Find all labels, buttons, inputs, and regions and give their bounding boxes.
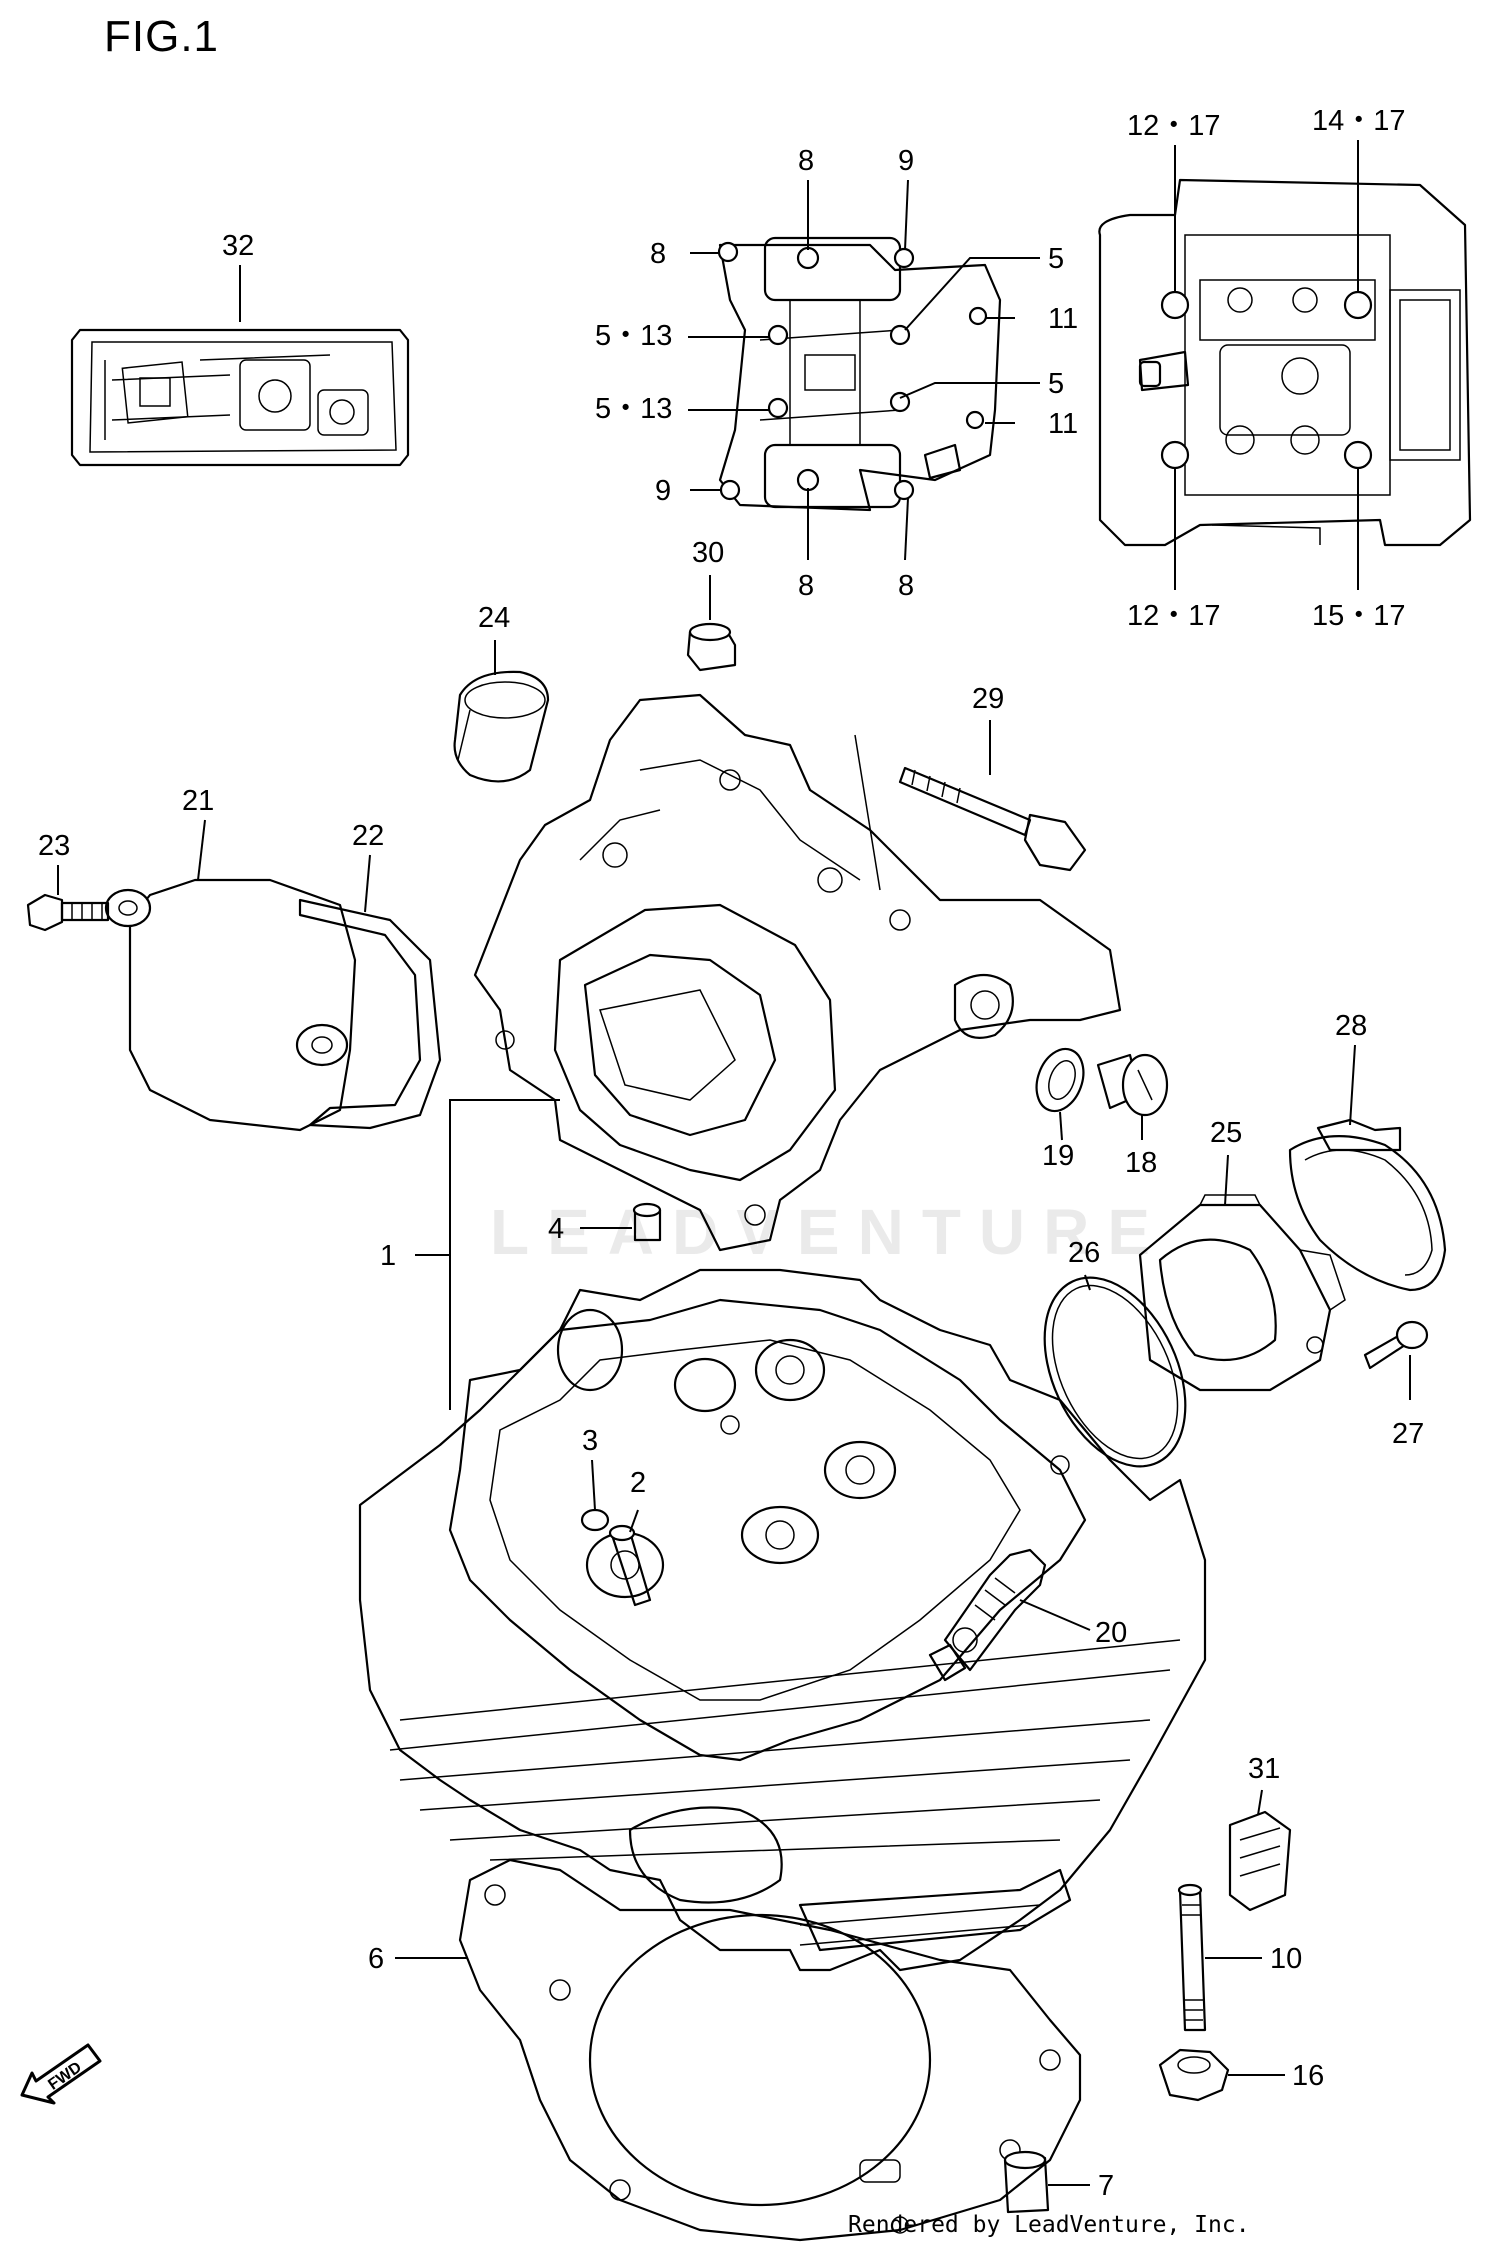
seal-ring[interactable] xyxy=(453,670,550,783)
callout-28: 28 xyxy=(1335,1010,1367,1042)
side-cover[interactable] xyxy=(104,878,357,1132)
callout-27: 27 xyxy=(1392,1418,1424,1450)
callout-12-17-upper: 12・17 xyxy=(1127,110,1221,142)
intake-bolt[interactable] xyxy=(1363,1320,1429,1370)
stud-bolt-short[interactable] xyxy=(608,1524,652,1607)
callout-5-13-upper: 5・13 xyxy=(595,320,672,352)
hose-clamp[interactable] xyxy=(1288,1118,1447,1292)
sealing-washer[interactable] xyxy=(1028,1042,1091,1117)
callout-12-17-lower: 12・17 xyxy=(1127,600,1221,632)
cap-nut[interactable] xyxy=(686,622,737,672)
figure-title: FIG.1 xyxy=(104,12,220,61)
o-ring[interactable] xyxy=(1017,1255,1214,1489)
cylinder-head-top-view[interactable] xyxy=(1098,178,1472,547)
callout-8-left: 8 xyxy=(650,238,666,270)
callout-3: 3 xyxy=(582,1425,598,1457)
callout-7: 7 xyxy=(1098,2170,1114,2202)
callout-14-17: 14・17 xyxy=(1312,105,1406,137)
callout-11-lower: 11 xyxy=(1048,408,1078,440)
long-stud[interactable] xyxy=(1177,1883,1207,2032)
callout-5-top-right: 5 xyxy=(1048,243,1064,275)
dowel-pin[interactable] xyxy=(1003,2150,1050,2214)
cylinder-head-cover[interactable] xyxy=(473,693,1122,1252)
rubber-cushion[interactable] xyxy=(1228,1810,1292,1912)
callout-26: 26 xyxy=(1068,1237,1100,1269)
callout-18: 18 xyxy=(1125,1147,1157,1179)
callout-5-mid-right: 5 xyxy=(1048,368,1064,400)
callout-5-13-lower: 5・13 xyxy=(595,393,672,425)
oil-jet[interactable] xyxy=(580,1508,610,1532)
callout-16: 16 xyxy=(1292,2060,1324,2092)
callout-9-left: 9 xyxy=(655,475,671,507)
side-cover-bolt[interactable] xyxy=(26,893,110,932)
callout-19: 19 xyxy=(1042,1140,1074,1172)
callout-31: 31 xyxy=(1248,1753,1280,1785)
callout-11-upper: 11 xyxy=(1048,303,1078,335)
callout-30: 30 xyxy=(692,537,724,569)
intake-pipe[interactable] xyxy=(1138,1194,1346,1392)
cylinder-head-cover-top-view[interactable] xyxy=(717,236,1002,512)
long-bolt[interactable] xyxy=(898,766,1087,872)
callout-2: 2 xyxy=(630,1467,646,1499)
callout-4: 4 xyxy=(548,1213,564,1245)
callout-8-bottom-a: 8 xyxy=(798,570,814,602)
callout-21: 21 xyxy=(182,785,214,817)
cylinder-head-gasket[interactable] xyxy=(458,1858,1082,2242)
render-credit: Rendered by LeadVenture, Inc. xyxy=(848,2212,1250,2238)
callout-20: 20 xyxy=(1095,1617,1127,1649)
cylinder-head[interactable] xyxy=(358,1268,1207,1972)
callout-9-top: 9 xyxy=(898,145,914,177)
callout-23: 23 xyxy=(38,830,70,862)
spark-plug[interactable] xyxy=(928,1548,1047,1682)
callout-1: 1 xyxy=(380,1240,396,1272)
callout-22: 22 xyxy=(352,820,384,852)
forward-arrow-icon: FWD xyxy=(20,2043,102,2105)
gasket-set-card[interactable] xyxy=(70,328,410,467)
callout-labels: 32 8 9 8 5 5・13 11 5・13 5 11 9 8 8 12・17… xyxy=(38,105,1424,2202)
side-cover-gasket[interactable] xyxy=(298,898,442,1130)
watermark-text: LEADVENTURE xyxy=(490,1196,1169,1268)
callout-24: 24 xyxy=(478,602,510,634)
callout-15-17: 15・17 xyxy=(1312,600,1406,632)
leader-lines xyxy=(57,140,1411,2186)
callout-8-top-a: 8 xyxy=(798,145,814,177)
callout-8-bottom-b: 8 xyxy=(898,570,914,602)
callout-10: 10 xyxy=(1270,1943,1302,1975)
plug-bolt[interactable] xyxy=(1096,1053,1169,1117)
callout-25: 25 xyxy=(1210,1117,1242,1149)
callout-29: 29 xyxy=(972,683,1004,715)
flange-nut[interactable] xyxy=(1158,2048,1230,2102)
dowel-pin-small[interactable] xyxy=(632,1202,662,1242)
callout-32: 32 xyxy=(222,230,254,262)
callout-6: 6 xyxy=(368,1943,384,1975)
